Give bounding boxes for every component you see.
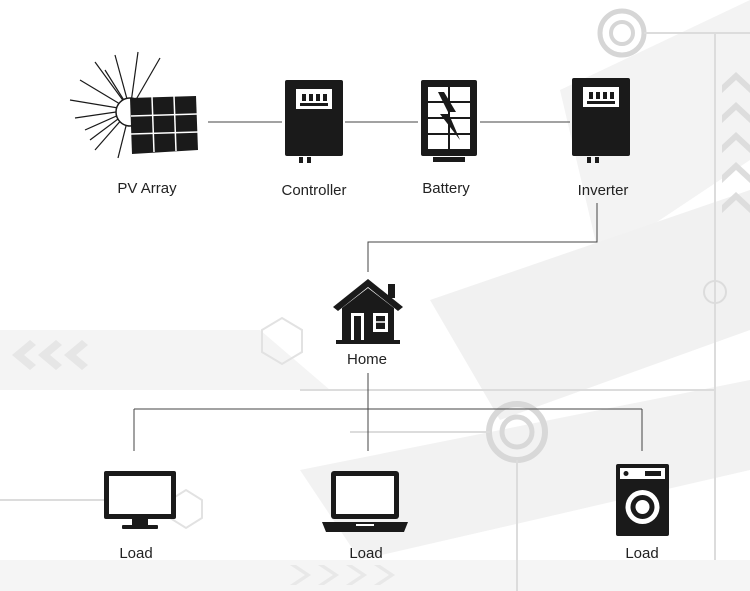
inverter-icon xyxy=(572,78,630,163)
load-label-1: Load xyxy=(119,545,153,562)
connection-lines xyxy=(133,121,643,451)
pv-array-label: PV Array xyxy=(117,180,177,197)
load-label-2: Load xyxy=(349,545,383,562)
battery-label: Battery xyxy=(422,180,470,197)
monitor-icon xyxy=(104,471,176,529)
laptop-icon xyxy=(322,471,408,532)
background-circuit-lines xyxy=(0,8,750,591)
washing-machine-icon xyxy=(616,464,669,536)
load-label-3: Load xyxy=(625,545,659,562)
inverter-to-home-line xyxy=(367,203,598,272)
controller-label: Controller xyxy=(281,182,347,199)
battery-icon xyxy=(421,80,477,162)
home-label: Home xyxy=(346,351,388,368)
charge-controller-icon xyxy=(285,80,343,163)
inverter-label: Inverter xyxy=(577,182,629,199)
house-icon xyxy=(333,279,403,344)
solar-panel-icon xyxy=(69,51,199,159)
